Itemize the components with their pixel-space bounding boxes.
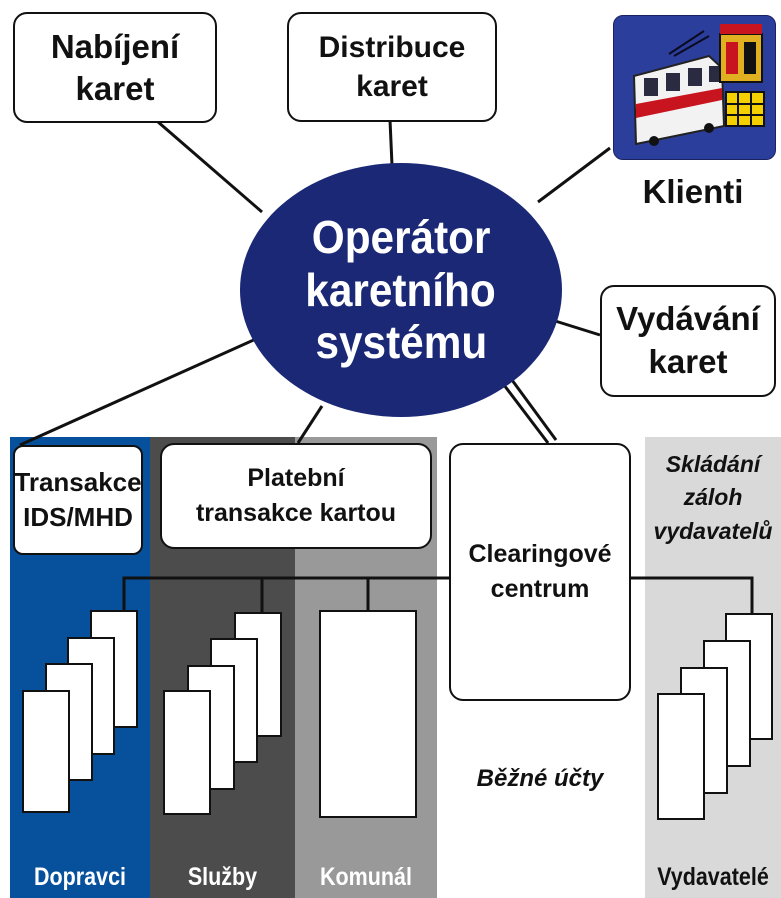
line-clearing-b: [510, 379, 558, 441]
document-vydavatele-1: [657, 693, 705, 820]
box-nabijeni-karet: Nabíjení karet: [13, 12, 217, 123]
line-nabijeni: [149, 113, 263, 214]
operator-line-1: Operátor: [311, 210, 491, 263]
document-komunal: [319, 610, 417, 818]
bus-right: [631, 576, 754, 613]
bus-left: [122, 576, 449, 613]
line-klienti: [537, 146, 611, 204]
line-transakce-ids: [19, 336, 259, 447]
box-transakce-ids-mhd: Transakce IDS/MHD: [13, 445, 143, 555]
operator-ellipse: Operátor karetního systému: [240, 163, 562, 417]
column-label-vydavatele: Vydavatelé: [657, 863, 769, 891]
column-label-sluzby: Služby: [187, 863, 258, 891]
line-vydavani: [551, 318, 601, 337]
label-klienti: Klienti: [642, 173, 744, 210]
column-label-komunal: Komunál: [320, 863, 412, 891]
line-distribuce: [388, 119, 394, 166]
tram-and-coat-of-arms-icon: [632, 24, 765, 146]
line-clearing-a: [502, 384, 550, 444]
box-clearingove-centrum: Clearingové centrum: [449, 443, 631, 701]
box-vydavani-karet: Vydávání karet: [600, 285, 776, 397]
column-label-dopravci: Dopravci: [33, 863, 126, 891]
operator-line-3: systému: [315, 316, 487, 369]
box-distribuce-karet: Distribuce karet: [287, 12, 497, 122]
label-bezne-ucty: Běžné účty: [476, 765, 604, 792]
clients-image: [613, 15, 776, 160]
box-platebni-transakce: Platební transakce kartou: [160, 443, 432, 549]
label-skladani-zaloh: Skládání záloh vydavatelů: [653, 451, 773, 544]
document-dopravci-1: [22, 690, 70, 813]
document-sluzby-1: [163, 690, 211, 815]
operator-line-2: karetního: [305, 263, 497, 316]
line-platebni: [296, 405, 324, 444]
